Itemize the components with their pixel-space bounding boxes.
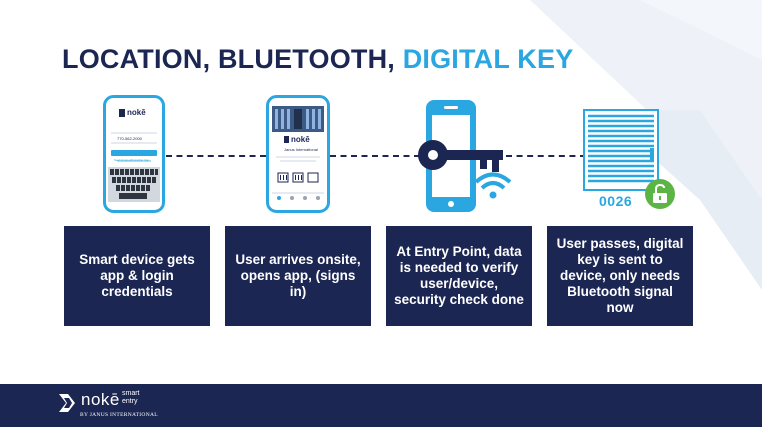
step-card-2: User arrives onsite, opens app, (signs i…: [225, 226, 371, 326]
noke-logo-icon: [59, 394, 75, 412]
step-card-3: At Entry Point, data is needed to verify…: [386, 226, 532, 326]
unit-number: 0026: [599, 193, 633, 209]
step-card-2-text: User arrives onsite, opens app, (signs i…: [235, 252, 361, 299]
phone-frame-2: [266, 95, 330, 213]
footer-bar: nokē smart entry BY JANUS INTERNATIONAL: [0, 384, 762, 427]
phone1-link-text: Need Access with Another User: [114, 159, 150, 162]
step-card-1: Smart device gets app & login credential…: [64, 226, 210, 326]
phone-frame-1: [103, 95, 165, 213]
title-accent: DIGITAL KEY: [402, 44, 574, 74]
unlocked-padlock-icon: [645, 179, 675, 209]
connector-3: [506, 155, 586, 157]
step-card-4-text: User passes, digital key is sent to devi…: [556, 236, 684, 315]
footer-by-line: BY JANUS INTERNATIONAL: [80, 412, 158, 418]
phone-key-icon: [418, 100, 512, 212]
phone-login-screen: nokē 770-562-2000 Need Access with Anoth…: [103, 95, 165, 213]
connector-1: [166, 155, 266, 157]
footer-brand: nokē: [81, 390, 120, 409]
storage-door-icon: [583, 109, 659, 191]
phone-app-screen: nokē Janus International: [266, 95, 330, 213]
connector-2: [330, 155, 420, 157]
phone2-company: Janus International: [284, 147, 318, 152]
footer-smart: smart: [122, 390, 140, 397]
phone1-phone-number: 770-562-2000: [117, 136, 142, 141]
footer-entry: entry: [122, 398, 138, 405]
phone1-brand: nokē: [127, 108, 146, 117]
title-main: LOCATION, BLUETOOTH,: [62, 44, 395, 74]
phone2-brand: nokē: [291, 135, 310, 144]
step-card-3-text: At Entry Point, data is needed to verify…: [394, 244, 524, 307]
slide-title: LOCATION, BLUETOOTH, DIGITAL KEY: [62, 44, 573, 75]
step-card-4: User passes, digital key is sent to devi…: [547, 226, 693, 326]
step-card-1-text: Smart device gets app & login credential…: [79, 252, 195, 299]
